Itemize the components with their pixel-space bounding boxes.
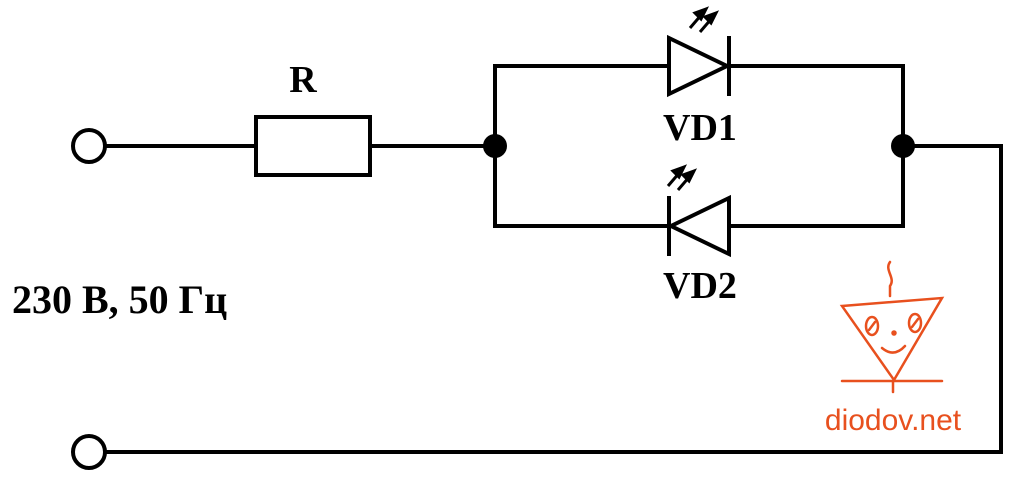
led-vd2 [666,194,731,258]
diodov-logo-icon [839,260,945,394]
led-vd1-label: VD1 [663,107,737,149]
terminal-bottom [71,434,107,470]
wires [104,64,1003,454]
led-vd2-label: VD2 [663,265,737,307]
led-vd1-triangle [667,34,732,98]
led-vd1 [667,34,732,98]
junction-right [891,134,915,158]
watermark-text: diodov.net [825,404,962,437]
junction-left [483,134,507,158]
resistor-label: R [289,59,317,101]
resistor-body [254,115,372,177]
terminal-top [71,128,107,164]
led-vd2-emission-icon [666,164,698,191]
led-vd1-emission-icon [688,6,720,33]
supply-label: 230 В, 50 Гц [12,277,227,322]
led-vd2-triangle [666,194,731,258]
